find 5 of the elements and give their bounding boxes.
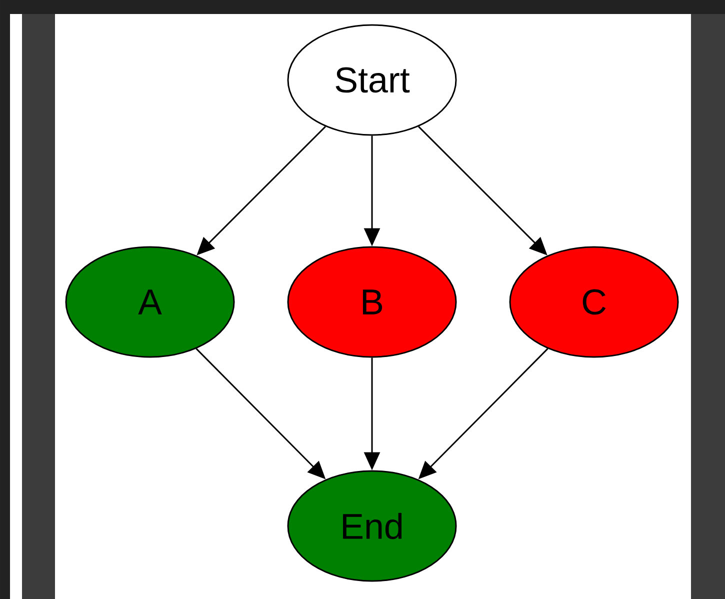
- ellipse-node: C: [509, 246, 679, 358]
- ellipse-node: A: [65, 246, 235, 358]
- ellipse-node: End: [287, 470, 457, 582]
- ellipse-node: B: [287, 246, 457, 358]
- ellipse-node: Start: [287, 24, 457, 136]
